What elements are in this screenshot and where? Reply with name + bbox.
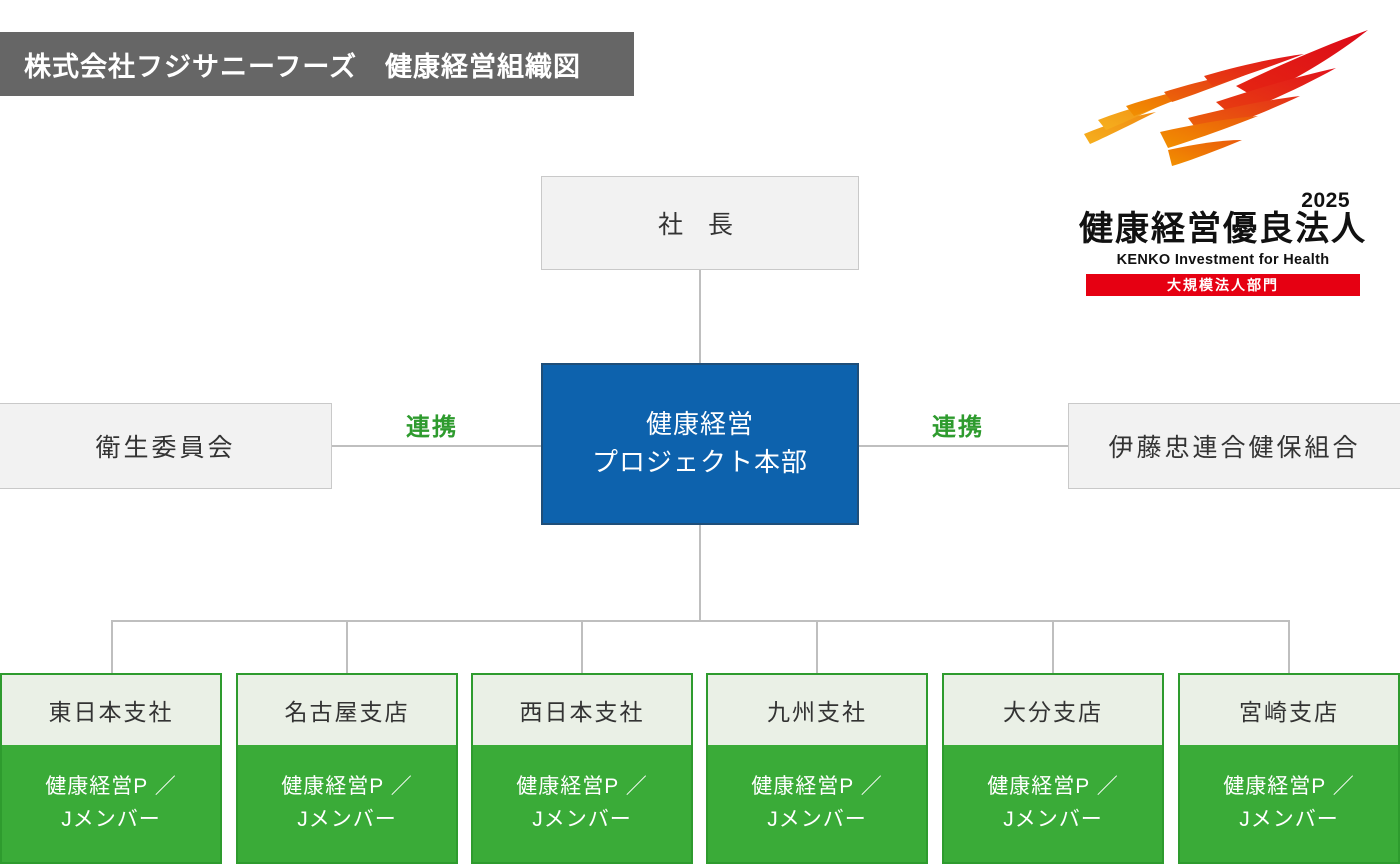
branch-role-5-line2: Jメンバー [1003, 807, 1103, 831]
branch-card-1[interactable]: 東日本支社 健康経営P ／ Jメンバー [0, 673, 222, 864]
branch-role-6-line1: 健康経営P ／ [1223, 774, 1355, 798]
certification-title-en: KENKO Investment for Health [1116, 252, 1330, 268]
certification-category-badge: 大規模法人部門 [1086, 274, 1360, 296]
branch-role-3-line1: 健康経営P ／ [516, 774, 648, 798]
connector-left-link [332, 445, 541, 447]
page-title: 株式会社フジサニーフーズ 健康経営組織図 [24, 51, 582, 82]
certification-logo: 2025 健康経営優良法人 KENKO Investment for Healt… [1068, 24, 1388, 296]
connector-branch-drop-2 [346, 620, 348, 675]
branch-name-4: 九州支社 [708, 675, 926, 745]
link-label-right: 連携 [932, 414, 984, 441]
connector-branch-drop-1 [111, 620, 113, 675]
node-health-safety-committee-label: 衛生委員会 [95, 434, 236, 462]
branch-role-2-line1: 健康経営P ／ [281, 774, 413, 798]
branch-role-2: 健康経営P ／ Jメンバー [238, 745, 456, 862]
branch-role-1-line1: 健康経営P ／ [45, 774, 177, 798]
branch-role-4-line2: Jメンバー [767, 807, 867, 831]
connector-center-to-bar [699, 525, 701, 621]
branch-card-6[interactable]: 宮崎支店 健康経営P ／ Jメンバー [1178, 673, 1400, 864]
connector-branch-drop-4 [816, 620, 818, 675]
node-president-label: 社 長 [658, 211, 742, 239]
branch-role-5-line1: 健康経営P ／ [987, 774, 1119, 798]
branch-role-2-line2: Jメンバー [297, 807, 397, 831]
certification-title-jp: 健康経営優良法人 [1079, 210, 1367, 248]
certification-year: 2025 [1301, 189, 1350, 212]
branch-role-4: 健康経営P ／ Jメンバー [708, 745, 926, 862]
branch-role-6-line2: Jメンバー [1239, 807, 1339, 831]
branch-card-2[interactable]: 名古屋支店 健康経営P ／ Jメンバー [236, 673, 458, 864]
branch-role-6: 健康経営P ／ Jメンバー [1180, 745, 1398, 862]
branch-name-6: 宮崎支店 [1180, 675, 1398, 745]
node-president[interactable]: 社 長 [541, 176, 859, 270]
page-title-banner: 株式会社フジサニーフーズ 健康経営組織図 [0, 32, 634, 96]
branch-role-3: 健康経営P ／ Jメンバー [473, 745, 691, 862]
branch-card-3[interactable]: 西日本支社 健康経営P ／ Jメンバー [471, 673, 693, 864]
node-health-insurance-association-label: 伊藤忠連合健保組合 [1108, 434, 1361, 462]
link-label-left: 連携 [406, 414, 458, 441]
branch-card-4[interactable]: 九州支社 健康経営P ／ Jメンバー [706, 673, 928, 864]
branch-name-2: 名古屋支店 [238, 675, 456, 745]
branch-role-4-line1: 健康経営P ／ [751, 774, 883, 798]
branch-card-5[interactable]: 大分支店 健康経営P ／ Jメンバー [942, 673, 1164, 864]
connector-branch-drop-6 [1288, 620, 1290, 675]
node-health-insurance-association[interactable]: 伊藤忠連合健保組合 [1068, 403, 1400, 489]
connector-right-link [859, 445, 1068, 447]
kenko-wing-icon [1084, 30, 1368, 166]
connector-president-to-center [699, 270, 701, 363]
branch-role-5: 健康経営P ／ Jメンバー [944, 745, 1162, 862]
branch-name-1: 東日本支社 [2, 675, 220, 745]
branch-name-5: 大分支店 [944, 675, 1162, 745]
node-health-management-project-hq[interactable]: 健康経営 プロジェクト本部 [541, 363, 859, 525]
branch-role-3-line2: Jメンバー [532, 807, 632, 831]
branch-role-1-line2: Jメンバー [61, 807, 161, 831]
connector-branch-drop-5 [1052, 620, 1054, 675]
node-hq-label-line2: プロジェクト本部 [591, 447, 808, 477]
connector-branch-drop-3 [581, 620, 583, 675]
connector-branch-bar [111, 620, 1289, 622]
node-health-safety-committee[interactable]: 衛生委員会 [0, 403, 332, 489]
node-hq-label-line1: 健康経営 [645, 409, 754, 440]
branch-role-1: 健康経営P ／ Jメンバー [2, 745, 220, 862]
branch-name-3: 西日本支社 [473, 675, 691, 745]
